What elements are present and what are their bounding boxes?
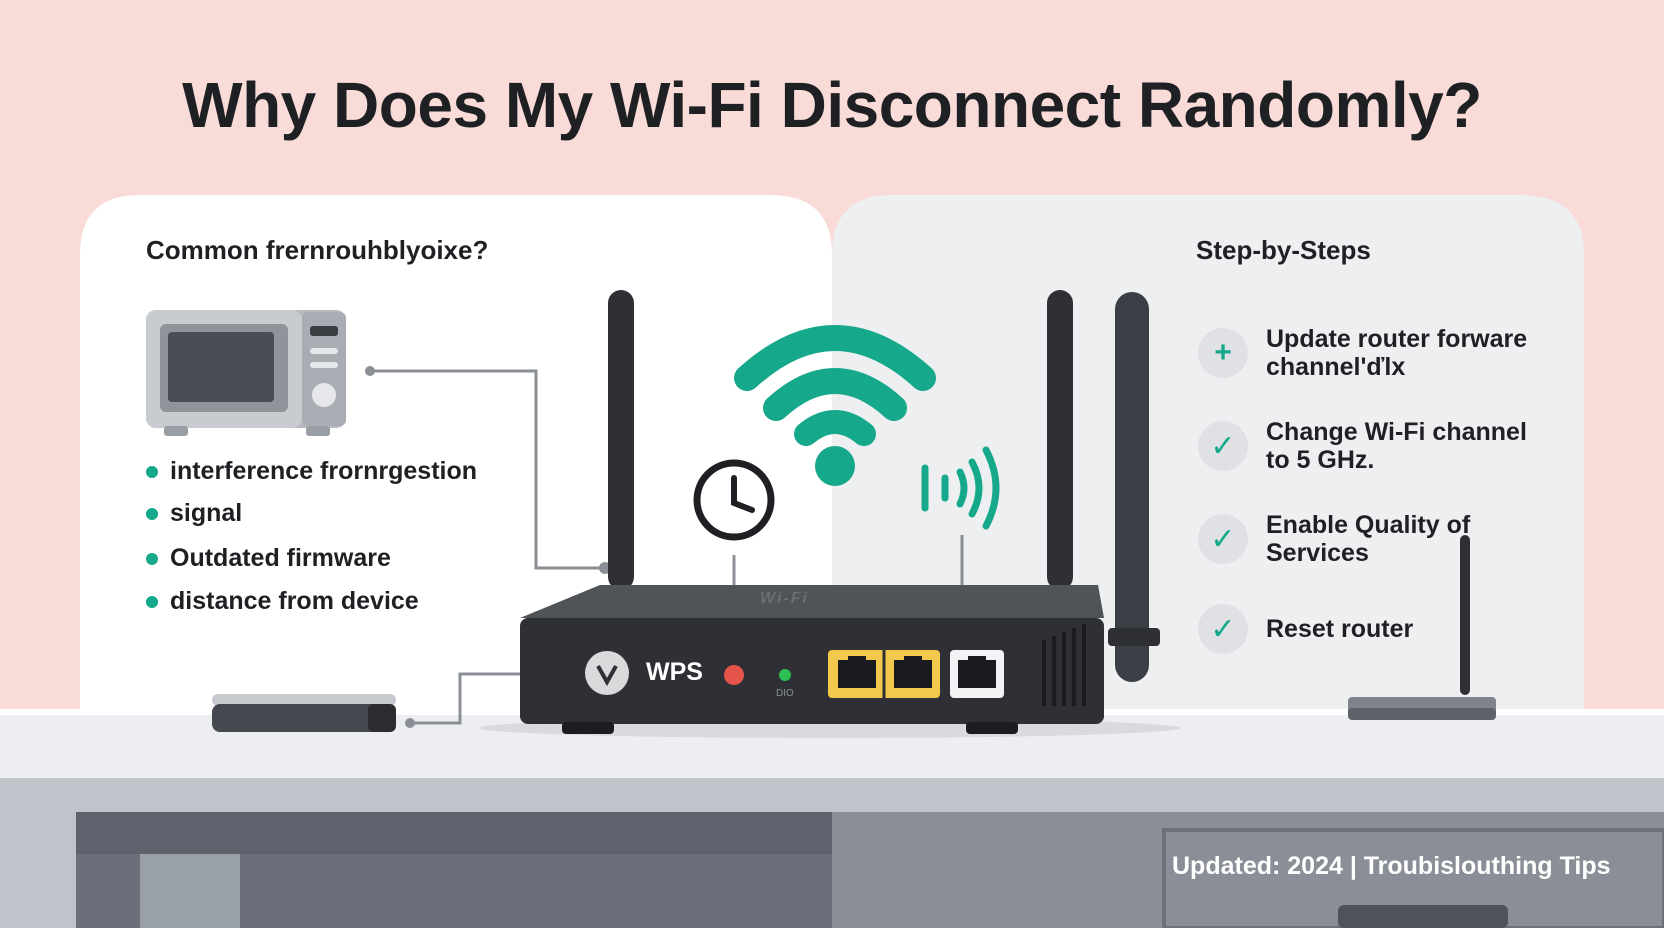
bullet-item: interference frornrgestion [146,457,477,486]
left-panel-heading: Common frernrouhblyoixe? [146,235,489,265]
router-icon [520,585,1104,734]
bullet-text: signal [170,499,243,527]
step-label: Update router forware channel'ďlx [1266,325,1528,381]
green-led [779,669,791,681]
desk-front-mid [832,812,1122,928]
footer-caption: Updated: 2024 | Troubislouthing Tips [1172,852,1611,880]
step-item: ✓ Enable Quality of Services [1198,511,1556,567]
check-icon: ✓ [1198,604,1248,654]
step-item: ✓ Reset router [1198,604,1413,654]
bullet-text: distance from device [170,587,419,615]
bullet-item: signal [146,499,242,528]
bullet-text: Outdated firmware [170,544,391,572]
signal-waves-icon [921,446,1000,530]
bullet-dot [146,595,158,608]
page-title: Why Does My Wi-Fi Disconnect Randomly? [182,69,1482,141]
antenna-left [608,290,634,590]
antenna-right [1108,292,1160,682]
check-icon: ✓ [1198,421,1248,471]
small-router-icon [1348,535,1496,720]
step-label: Change Wi-Fi channel to 5 GHz. [1266,418,1527,474]
bullet-dot [146,552,158,565]
bullet-item: distance from device [146,587,419,616]
wps-button [585,651,629,695]
clock-icon [693,459,775,541]
plus-icon: + [1198,328,1248,378]
antenna-middle [1047,290,1073,590]
wps-label: WPS [646,658,703,686]
right-panel-heading: Step-by-Steps [1196,235,1371,265]
step-item: + Update router forware channel'ďlx [1198,325,1556,381]
router-brand-text: Wi-Fi [760,590,809,607]
check-icon: ✓ [1198,514,1248,564]
step-item: ✓ Change Wi-Fi channel to 5 GHz. [1198,418,1556,474]
bullet-dot [146,465,158,478]
microwave-icon [146,310,346,436]
bullet-text: interference frornrgestion [170,457,478,485]
wifi-icon [734,325,936,446]
led-label: DIO [776,688,794,699]
step-label: Reset router [1266,615,1414,643]
step-label: Enable Quality of Services [1266,511,1471,567]
red-led [724,665,744,685]
bullet-item: Outdated firmware [146,544,391,573]
bullet-dot [146,507,158,520]
drawer-handle [1338,905,1508,928]
flat-device-icon [212,694,396,732]
